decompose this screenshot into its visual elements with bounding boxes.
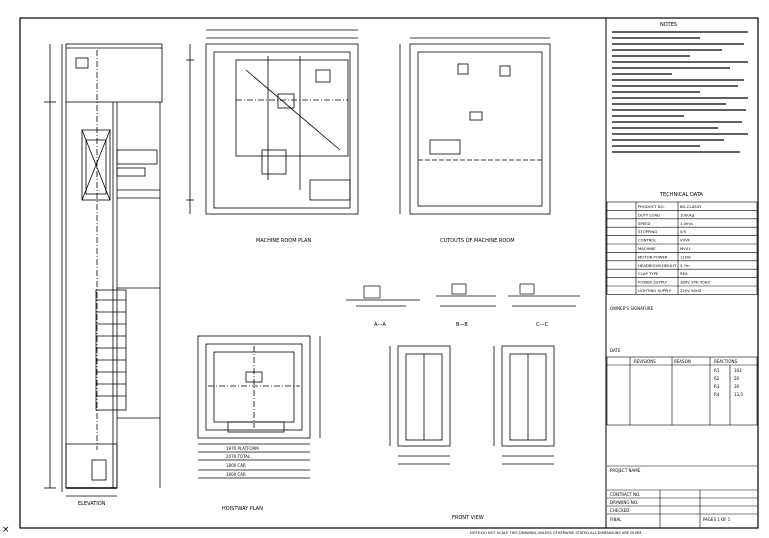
reaction-value: 13.5 — [734, 392, 743, 397]
tech-row-value: MV41 — [680, 246, 691, 251]
checked-label: CHECKED — [610, 508, 629, 513]
reaction-key: R2 — [714, 376, 720, 381]
tech-row-label: POWER SUPPLY — [638, 280, 668, 285]
tech-row-label: DUTY LOAD — [638, 212, 660, 217]
machine-room-plan — [186, 29, 359, 215]
tech-row-value: 11kW — [680, 254, 691, 259]
reaction-value: 50 — [734, 376, 740, 381]
final-label: FINAL — [610, 517, 622, 522]
cutouts-title: CUTOUTS OF MACHINE ROOM — [440, 238, 515, 244]
tech-row-value: 1000kg — [680, 212, 695, 217]
contract-no-label: CONTRACT NO. — [610, 492, 640, 497]
hoistway-dim-1: 1970 PLATFORM — [226, 446, 259, 451]
section-a-label: A—A — [374, 322, 386, 328]
tech-row-label: HEADROOM HEIGHT — [638, 263, 677, 268]
section-c-label: C—C — [536, 322, 548, 328]
notes-title: NOTES — [660, 22, 677, 28]
pages-label: PAGES 1 OF 1 — [703, 517, 731, 522]
stair-treads — [96, 299, 126, 397]
reaction-key: R1 — [714, 368, 720, 373]
reactions-header-date: DATE — [610, 348, 621, 353]
reaction-key: R4 — [714, 392, 720, 397]
drawing-no-label: DRAWING NO. — [610, 500, 638, 505]
elevation-title: ELEVATION — [78, 501, 106, 507]
technical-data-grid — [606, 201, 758, 295]
tech-row-label: PRODUCT NO. — [638, 204, 665, 209]
hoistway-dim-3: 1800 CAR — [226, 463, 246, 468]
elevation-view — [44, 43, 163, 497]
tech-row-value: 380V 3PH 50HZ — [680, 280, 711, 285]
cutouts-view — [399, 37, 551, 215]
tech-row-value: VVVF — [680, 238, 690, 243]
technical-data-block: TECHNICAL DATA PRODUCT NO. BG-CLASSY DUTY … — [606, 192, 758, 311]
machine-room-title: MACHINE ROOM PLAN — [256, 238, 311, 244]
technical-data-title: TECHNICAL DATA — [659, 192, 703, 198]
title-block: PROJECT NAME CONTRACT NO. DRAWING NO. CH… — [607, 465, 757, 528]
front-view-title: FRONT VIEW — [452, 515, 484, 521]
tech-row-value: BG-CLASSY — [680, 204, 702, 209]
reaction-key: R3 — [714, 384, 720, 389]
footer-note: NOTE:DO NOT SCALE THIS DRAWING,UNLESS OT… — [470, 531, 643, 535]
section-b-label: B—B — [456, 322, 468, 328]
corner-mark: × — [2, 525, 10, 535]
tech-row-label: MACHINE — [638, 246, 656, 251]
tech-row-label: STOPPING — [638, 229, 657, 234]
tech-row-label: LIGHTING SUPPLY — [638, 288, 672, 293]
reactions-title: REACTIONS — [714, 359, 738, 364]
tech-row-value: REA — [680, 271, 688, 276]
project-name-label: PROJECT NAME — [610, 468, 641, 473]
reaction-value: 103 — [734, 368, 742, 373]
hoistway-plan — [197, 335, 321, 479]
tech-row-label: CLAP TYPE — [638, 271, 659, 276]
tech-row-value: 3.7m — [680, 263, 690, 268]
notes-block: NOTES — [612, 22, 748, 153]
reaction-value: 30 — [734, 384, 740, 389]
hoistway-dim-4: 1600 CAR — [226, 472, 246, 477]
hoistway-title: HOISTWAY PLAN — [222, 506, 263, 512]
front-view — [389, 345, 555, 465]
tech-row-label: CONTROL — [638, 238, 657, 243]
technical-data-rows: PRODUCT NO. BG-CLASSY DUTY LOAD 1000kgSPEED… — [638, 204, 711, 293]
tech-row-value: 220V 50HZ — [680, 288, 702, 293]
reactions-header-revisions: REVISIONS — [634, 359, 656, 364]
tech-row-label: MOTOR POWER — [638, 254, 668, 259]
reactions-header-reason: REASON — [674, 359, 691, 364]
tech-row-value: 1.0m/s — [680, 221, 693, 226]
section-details — [346, 283, 580, 307]
hoistway-dim-2: 2070 TOTAL — [226, 454, 251, 459]
tech-row-value: 5/5 — [680, 229, 687, 234]
sheet-border — [19, 17, 759, 529]
owner-signature: OWNER'S SIGNATURE — [610, 306, 654, 311]
tech-row-label: SPEED — [638, 221, 650, 226]
